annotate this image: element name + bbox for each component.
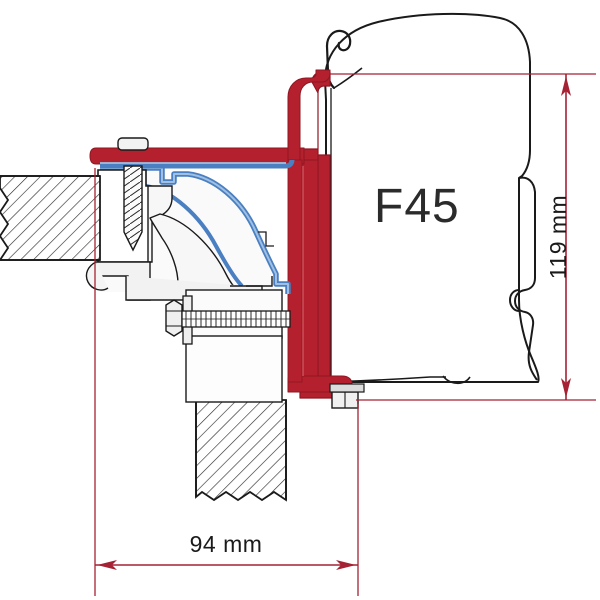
awning-hook-tie (333, 67, 363, 89)
width-dimension-label: 94 mm (190, 531, 263, 557)
model-label: F45 (374, 180, 460, 233)
wall-horizontal-hatch (0, 175, 101, 261)
wall-section-vertical (195, 399, 287, 502)
lower-bolt-flange (329, 383, 365, 393)
adapter-bracket (89, 69, 353, 399)
rail-step-detail (258, 231, 274, 247)
height-arrow-top (561, 76, 571, 96)
wall-section-horizontal (0, 175, 101, 261)
awning-case-bottom-boss (442, 375, 471, 385)
width-arrow-right (336, 560, 356, 570)
screw-shank (123, 165, 143, 252)
hex-bolt-assembly (165, 289, 291, 403)
hex-nut (165, 299, 183, 337)
awning-case (324, 12, 540, 385)
screw-head (117, 137, 149, 151)
rail-mid-chamber (147, 185, 173, 263)
awning-hook-icon (325, 29, 352, 52)
adapter-web-inner (287, 159, 303, 383)
height-dimension-label: 119 mm (545, 195, 571, 279)
seal-top-strip (100, 159, 295, 169)
adapter-top-hook (287, 69, 331, 161)
dimension-height: 119 mm (330, 73, 596, 401)
lower-bolt-head (329, 383, 365, 409)
adapter-top-plate (89, 147, 305, 165)
width-arrow-left (97, 560, 117, 570)
lead-rail-notch (508, 289, 520, 312)
rail-left-lobe (85, 261, 109, 291)
seal-profile-inner-hl (100, 167, 289, 294)
lead-rail-profile (514, 176, 538, 381)
height-arrow-bottom (561, 378, 571, 398)
rail-step-right (230, 276, 273, 287)
mounting-screw (117, 137, 149, 252)
wall-vertical-hatch (195, 399, 287, 502)
dimension-width: 94 mm (94, 168, 359, 596)
awning-case-outline (324, 12, 540, 383)
bolt-bracket-lower (185, 335, 283, 403)
